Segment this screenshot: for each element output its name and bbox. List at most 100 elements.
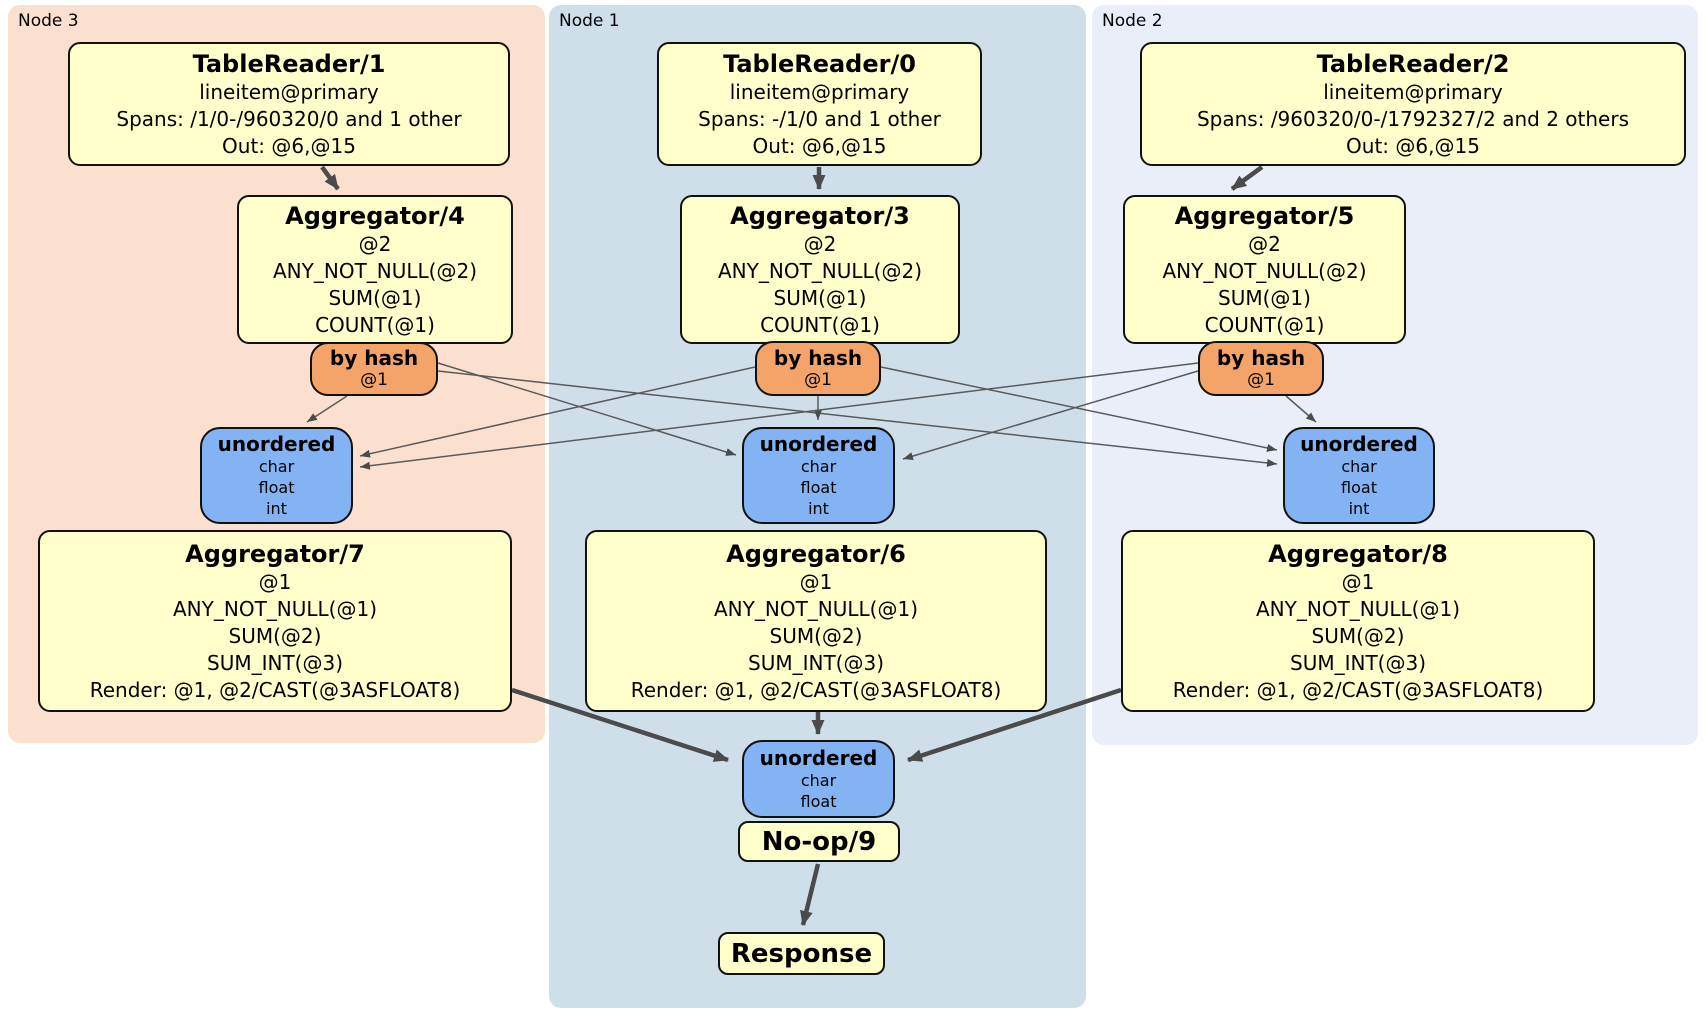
sync-title: unordered — [759, 432, 878, 456]
sync-column: char — [800, 771, 837, 790]
processor-title: TableReader/0 — [723, 49, 916, 78]
processor-title: Aggregator/6 — [726, 539, 906, 568]
edge-hash-node3-sync-node1 — [437, 362, 737, 456]
processor-title: Aggregator/3 — [730, 201, 910, 230]
edge-tablereader1-aggregator4 — [320, 165, 340, 191]
sync-unordered-node1: unordered char float int — [742, 427, 895, 524]
edge-hash-node2-sync-node2 — [1285, 395, 1317, 423]
processor-box-aggregator-7: Aggregator/7 @1 ANY_NOT_NULL(@1) SUM(@2)… — [38, 530, 512, 712]
processor-detail-line: Spans: /1/0-/960320/0 and 1 other — [116, 106, 462, 131]
processor-detail-line: lineitem@primary — [729, 79, 910, 104]
sync-unordered-node2: unordered char float int — [1283, 427, 1435, 524]
processor-detail-line: Render: @1, @2/CAST(@3ASFLOAT8) — [89, 677, 461, 702]
processor-detail-line: Out: @6,@15 — [752, 133, 887, 158]
processor-detail-line: COUNT(@1) — [1204, 312, 1325, 337]
processor-detail-line: SUM_INT(@3) — [748, 650, 884, 675]
processor-detail-line: SUM(@1) — [328, 285, 422, 310]
processor-box-aggregator-5: Aggregator/5 @2 ANY_NOT_NULL(@2) SUM(@1)… — [1123, 195, 1406, 344]
processor-box-aggregator-3: Aggregator/3 @2 ANY_NOT_NULL(@2) SUM(@1)… — [680, 195, 960, 344]
processor-box-tablereader-1: TableReader/1 lineitem@primary Spans: /1… — [68, 42, 510, 166]
processor-title: Aggregator/8 — [1268, 539, 1448, 568]
processor-detail-line: @2 — [803, 231, 837, 256]
router-detail: @1 — [804, 369, 832, 390]
processor-detail-line: SUM_INT(@3) — [1290, 650, 1426, 675]
processor-detail-line: SUM_INT(@3) — [207, 650, 343, 675]
processor-detail-line: SUM(@1) — [773, 285, 867, 310]
edge-hash-node2-sync-node1 — [902, 370, 1199, 460]
processor-title: Aggregator/7 — [185, 539, 365, 568]
sync-unordered-final: unordered char float — [742, 740, 895, 818]
sync-column: float — [800, 792, 837, 811]
processor-detail-line: Out: @6,@15 — [222, 133, 356, 158]
processor-detail-line: @2 — [358, 231, 392, 256]
router-by-hash-node2: by hash @1 — [1198, 341, 1324, 396]
processor-title: No-op/9 — [761, 826, 877, 857]
processor-title: TableReader/1 — [192, 49, 386, 78]
processor-detail-line: SUM(@2) — [769, 623, 863, 648]
sync-column: int — [808, 499, 829, 518]
processor-box-aggregator-8: Aggregator/8 @1 ANY_NOT_NULL(@1) SUM(@2)… — [1121, 530, 1595, 712]
sync-title: unordered — [217, 432, 336, 456]
edge-hash-node3-sync-node2 — [437, 370, 1278, 467]
edge-tablereader2-aggregator5 — [1230, 165, 1264, 191]
router-by-hash-node1: by hash @1 — [755, 341, 881, 396]
processor-detail-line: Spans: /960320/0-/1792327/2 and 2 others — [1196, 106, 1629, 131]
processor-box-tablereader-2: TableReader/2 lineitem@primary Spans: /9… — [1140, 42, 1686, 166]
sync-column: float — [1341, 478, 1377, 497]
processor-title: Aggregator/5 — [1174, 201, 1355, 230]
sync-title: unordered — [1300, 432, 1418, 456]
sync-column: char — [800, 457, 837, 476]
sync-column: char — [258, 457, 295, 476]
processor-detail-line: @1 — [1341, 569, 1375, 594]
edge-hash-node1-sync-node2 — [880, 366, 1278, 452]
processor-detail-line: lineitem@primary — [199, 79, 379, 104]
processor-detail-line: ANY_NOT_NULL(@1) — [714, 596, 918, 621]
sync-column: int — [266, 499, 287, 518]
processor-detail-line: Render: @1, @2/CAST(@3ASFLOAT8) — [1172, 677, 1544, 702]
sync-column: float — [800, 478, 837, 497]
processor-title: TableReader/2 — [1316, 49, 1510, 78]
processor-detail-line: COUNT(@1) — [315, 312, 435, 337]
processor-detail-line: @2 — [1248, 231, 1281, 256]
sync-title: unordered — [759, 746, 878, 770]
processor-detail-line: SUM(@2) — [228, 623, 322, 648]
node-label-2: Node 2 — [1102, 11, 1163, 31]
node-label-3: Node 3 — [18, 11, 79, 31]
router-detail: @1 — [360, 370, 388, 390]
processor-detail-line: Spans: -/1/0 and 1 other — [698, 106, 941, 131]
processor-detail-line: ANY_NOT_NULL(@2) — [1162, 258, 1367, 283]
edge-noop9-response — [800, 863, 821, 926]
edge-hash-node1-sync-node3 — [359, 366, 756, 458]
processor-title: Aggregator/4 — [285, 201, 465, 230]
processor-detail-line: SUM(@2) — [1311, 623, 1405, 648]
processor-detail-line: COUNT(@1) — [760, 312, 880, 337]
edge-aggregator8-final-sync — [907, 687, 1122, 763]
processor-detail-line: ANY_NOT_NULL(@1) — [173, 596, 377, 621]
sync-column: float — [258, 478, 295, 497]
processor-detail-line: @1 — [258, 569, 292, 594]
node-label-1: Node 1 — [559, 11, 620, 31]
processor-box-aggregator-4: Aggregator/4 @2 ANY_NOT_NULL(@2) SUM(@1)… — [237, 195, 513, 344]
edge-aggregator7-final-sync — [511, 687, 729, 763]
sync-unordered-node3: unordered char float int — [200, 427, 353, 524]
router-title: by hash — [329, 346, 419, 370]
sync-column: int — [1348, 499, 1370, 518]
processor-detail-line: lineitem@primary — [1323, 79, 1503, 104]
processor-box-response: Response — [718, 932, 885, 975]
edge-hash-node3-sync-node3 — [306, 395, 348, 423]
processor-box-noop-9: No-op/9 — [738, 821, 900, 862]
processor-title: Response — [730, 938, 873, 969]
processor-detail-line: Out: @6,@15 — [1346, 133, 1480, 158]
processor-detail-line: ANY_NOT_NULL(@1) — [1256, 596, 1460, 621]
sync-column: char — [1341, 457, 1377, 476]
router-detail: @1 — [1247, 369, 1275, 390]
router-by-hash-node3: by hash @1 — [310, 342, 438, 396]
router-title: by hash — [773, 345, 863, 370]
router-title: by hash — [1216, 345, 1306, 370]
processor-box-aggregator-6: Aggregator/6 @1 ANY_NOT_NULL(@1) SUM(@2)… — [585, 530, 1047, 712]
processor-box-tablereader-0: TableReader/0 lineitem@primary Spans: -/… — [657, 42, 982, 166]
processor-detail-line: Render: @1, @2/CAST(@3ASFLOAT8) — [630, 677, 1002, 702]
processor-detail-line: @1 — [799, 569, 833, 594]
processor-detail-line: ANY_NOT_NULL(@2) — [718, 258, 922, 283]
